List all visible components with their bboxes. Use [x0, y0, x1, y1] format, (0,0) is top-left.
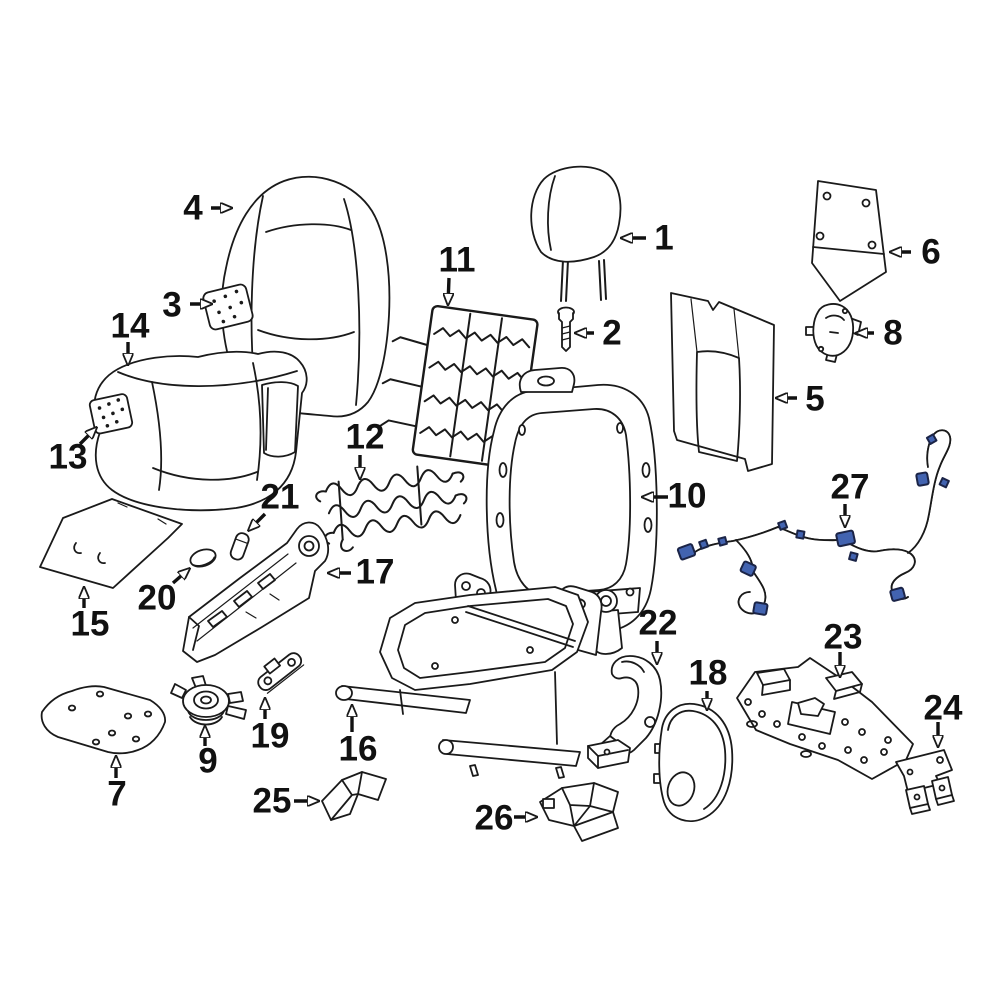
callout-3: 3: [162, 286, 211, 325]
callout-22: 22: [639, 604, 678, 664]
callout-label-3: 3: [162, 286, 181, 325]
callout-arrow-21: [249, 512, 267, 530]
callout-label-4: 4: [183, 189, 203, 228]
callout-7: 7: [107, 757, 127, 814]
callout-15: 15: [71, 588, 110, 644]
part-3-seatback-pad: [202, 283, 254, 331]
callout-label-19: 19: [251, 717, 290, 756]
callout-label-20: 20: [138, 579, 177, 618]
callout-label-18: 18: [689, 654, 728, 693]
callout-24: 24: [924, 689, 963, 747]
part-21-clip: [229, 532, 250, 561]
callout-label-17: 17: [356, 553, 395, 592]
callout-arrow-20: [171, 569, 189, 585]
part-16-seat-track-assembly: [335, 572, 603, 779]
part-23-base-plate: [736, 657, 914, 780]
callout-20: 20: [138, 569, 189, 618]
callout-25: 25: [253, 782, 318, 821]
part-22-recliner-arm: [591, 655, 663, 758]
part-1-headrest: [530, 165, 622, 302]
part-25-corner-cover: [321, 771, 387, 821]
callout-1: 1: [622, 219, 674, 258]
callout-label-12: 12: [346, 418, 385, 457]
callout-label-2: 2: [602, 314, 621, 353]
callout-arrow-11: [448, 277, 449, 304]
part-18-outer-side-shield: [653, 702, 734, 822]
callout-label-8: 8: [883, 314, 902, 353]
callout-14: 14: [111, 307, 150, 365]
part-15-cushion-pan-pad: [39, 498, 183, 589]
callout-23: 23: [824, 618, 863, 677]
callout-17: 17: [329, 553, 394, 592]
callout-5: 5: [777, 380, 825, 419]
callout-label-5: 5: [805, 380, 824, 419]
callout-label-26: 26: [475, 799, 514, 838]
part-14-seat-cushion: [93, 350, 308, 512]
callout-21: 21: [249, 478, 299, 531]
part-10-seat-back-frame: [485, 367, 658, 657]
part-17-side-member: [182, 521, 330, 663]
callout-10: 10: [643, 477, 706, 516]
callout-16: 16: [339, 706, 378, 769]
callout-9: 9: [198, 727, 218, 781]
callout-27: 27: [831, 468, 870, 527]
part-24-rear-bracket: [895, 749, 955, 815]
callout-18: 18: [689, 654, 728, 710]
callout-11: 11: [439, 241, 476, 305]
callout-label-15: 15: [71, 605, 110, 644]
callout-label-25: 25: [253, 782, 292, 821]
callout-label-16: 16: [339, 730, 378, 769]
part-5-back-panel: [670, 292, 775, 472]
callout-13: 13: [49, 428, 96, 477]
part-19-mounting-bracket: [257, 652, 305, 694]
part-26-mount-spacer: [539, 739, 631, 842]
callout-arrow-13: [78, 428, 96, 446]
callout-19: 19: [251, 699, 290, 756]
callout-label-1: 1: [654, 219, 673, 258]
part-6-back-board: [811, 180, 887, 302]
callout-8: 8: [857, 314, 903, 353]
part-13-cushion-pad: [88, 393, 134, 435]
part-27-wiring-harness: [676, 430, 950, 616]
callout-label-6: 6: [921, 233, 940, 272]
callout-label-11: 11: [439, 241, 476, 280]
part-9-pivot-knob: [170, 675, 247, 726]
callout-12: 12: [346, 418, 385, 479]
callout-label-27: 27: [831, 468, 870, 507]
callout-label-23: 23: [824, 618, 863, 657]
callout-2: 2: [576, 314, 622, 353]
part-7-under-cover-board: [40, 685, 166, 755]
callout-6: 6: [891, 233, 941, 272]
callout-label-10: 10: [668, 477, 707, 516]
part-8-lumbar-actuator: [805, 303, 862, 363]
callout-label-7: 7: [107, 775, 126, 814]
part-12-cushion-spring-mat: [315, 465, 468, 552]
callout-label-21: 21: [261, 478, 300, 517]
callout-label-13: 13: [49, 438, 88, 477]
callout-label-22: 22: [639, 604, 678, 643]
callout-label-14: 14: [111, 307, 150, 346]
callout-label-24: 24: [924, 689, 963, 728]
callout-label-9: 9: [198, 742, 217, 781]
callout-26: 26: [475, 799, 536, 838]
part-2-headrest-guide-screw: [557, 306, 575, 352]
part-20-cap: [189, 548, 217, 568]
harness-connectors: [676, 433, 950, 616]
callout-4: 4: [183, 189, 231, 228]
